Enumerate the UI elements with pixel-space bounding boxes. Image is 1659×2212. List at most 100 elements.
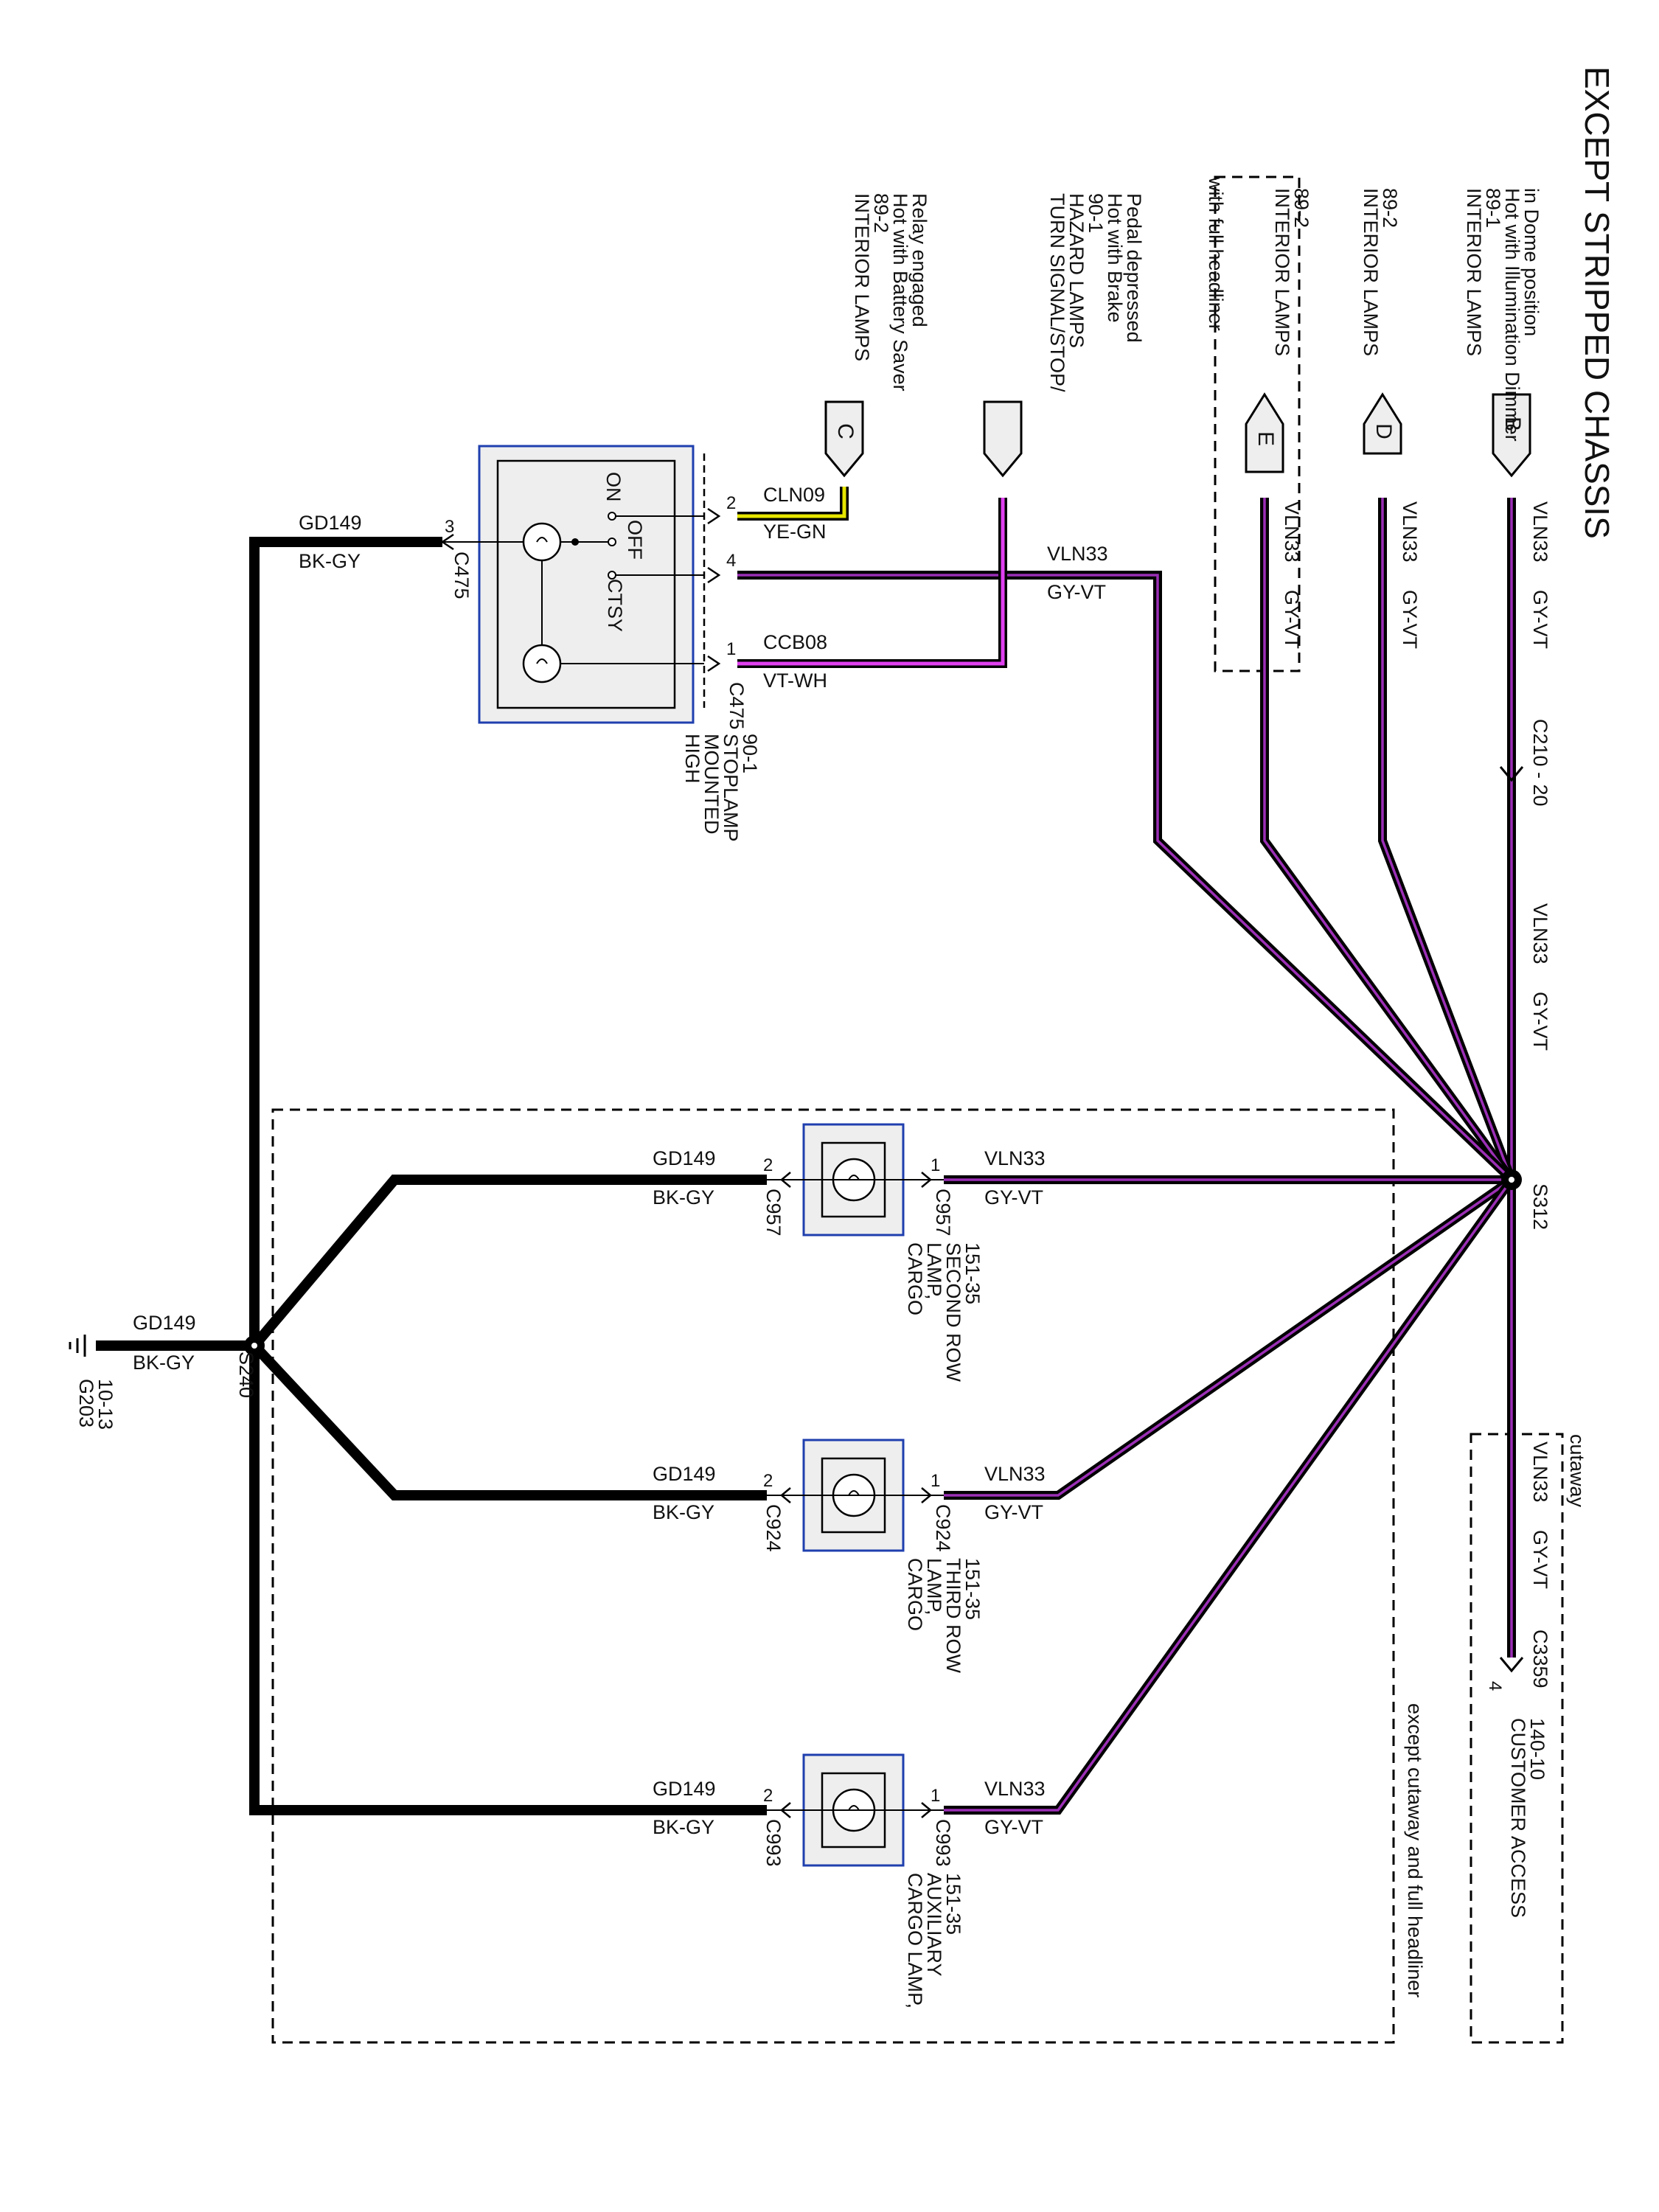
bk-gy-label-hmsl: BK-GY <box>299 550 361 572</box>
hmsl-pin-3: 3 <box>445 517 454 537</box>
cargo2-bk-gy: BK-GY <box>653 1186 714 1208</box>
switch-on-label: ON <box>602 472 625 502</box>
ground-gd149: GD149 <box>133 1312 196 1334</box>
source-connector-c: C <box>824 400 864 478</box>
cln09-label: CLN09 <box>763 484 825 506</box>
svg-text:in Dome position: in Dome position <box>1520 188 1543 336</box>
hmsl-vln33-label: VLN33 <box>1047 543 1108 565</box>
c475-label-right: C475 <box>726 682 748 730</box>
source-c-letter: C <box>833 423 858 439</box>
cargo3-conn-right: C924 <box>932 1504 954 1552</box>
cargo3-gy-vt: GY-VT <box>984 1501 1043 1523</box>
cargo-third-name: CARGO LAMP, THIRD ROW 151-35 <box>904 1558 984 1673</box>
cargo3-conn-left: C924 <box>762 1504 785 1552</box>
source-b-label: INTERIOR LAMPS 89-1 Hot with Illuminatio… <box>1463 188 1543 442</box>
svg-text:SECOND ROW: SECOND ROW <box>942 1242 964 1382</box>
svg-text:89-2: 89-2 <box>870 193 892 233</box>
cargo-aux-name: CARGO LAMP, AUXILIARY 151-35 <box>904 1873 964 2008</box>
vt-wh-label: VT-WH <box>763 669 827 692</box>
cargo3-pin-2: 2 <box>763 1471 773 1491</box>
svg-text:INTERIOR LAMPS: INTERIOR LAMPS <box>1271 188 1293 356</box>
cutaway-note: cutaway <box>1566 1434 1588 1508</box>
svg-text:AUXILIARY: AUXILIARY <box>923 1873 945 1977</box>
wire-label-b-lower: VLN33 <box>1529 903 1551 964</box>
ccb08-label: CCB08 <box>763 631 827 653</box>
svg-text:CARGO: CARGO <box>904 1242 926 1315</box>
c210-label: C210 - 20 <box>1529 719 1551 807</box>
wire-color-b-lower: GY-VT <box>1529 992 1551 1051</box>
hmsl-name-label: HIGH MOUNTED STOPLAMP 90-1 <box>681 734 761 842</box>
cargo-aux-bk-gy: BK-GY <box>653 1816 714 1838</box>
ye-gn-label: YE-GN <box>763 521 827 543</box>
wire-label-d: VLN33 <box>1399 501 1421 563</box>
cargo2-conn-right: C957 <box>932 1189 954 1237</box>
svg-text:Hot with Brake: Hot with Brake <box>1104 193 1126 323</box>
svg-text:151-35: 151-35 <box>961 1242 984 1304</box>
svg-text:THIRD ROW: THIRD ROW <box>942 1558 964 1673</box>
cargo-lamp-third-row <box>767 1439 944 1552</box>
wire-label-customer: VLN33 <box>1529 1441 1551 1503</box>
source-e-label: INTERIOR LAMPS 89-2 <box>1271 188 1312 356</box>
svg-text:151-35: 151-35 <box>961 1558 984 1620</box>
svg-text:Pedal depressed: Pedal depressed <box>1123 193 1145 343</box>
cargo3-gd149: GD149 <box>653 1463 716 1485</box>
cutaway-region <box>1470 1433 1564 2044</box>
page-title: EXCEPT STRIPPED CHASSIS <box>1578 66 1616 539</box>
wire-color-b: GY-VT <box>1529 590 1551 649</box>
source-connector-d: D <box>1363 392 1402 455</box>
source-b-letter: B <box>1500 417 1525 431</box>
svg-text:89-2: 89-2 <box>1379 188 1401 228</box>
c3359-pin: 4 <box>1485 1681 1505 1691</box>
hmsl-pin-1: 1 <box>726 639 736 659</box>
cargo-aux-pin-1: 1 <box>931 1786 940 1806</box>
s312-label: S312 <box>1529 1183 1551 1230</box>
svg-text:Hot with Illumination Dimmer: Hot with Illumination Dimmer <box>1501 188 1523 442</box>
svg-text:INTERIOR LAMPS: INTERIOR LAMPS <box>1360 188 1382 356</box>
wire-label-e: VLN33 <box>1281 501 1303 563</box>
ground-label: G203 10-13 <box>75 1379 116 1430</box>
svg-text:90-1: 90-1 <box>739 734 761 773</box>
hmsl-gy-vt-label: GY-VT <box>1047 581 1106 603</box>
svg-text:90-1: 90-1 <box>1085 193 1107 233</box>
high-mounted-stoplamp <box>440 445 721 724</box>
c210-connector-icon <box>1499 766 1524 782</box>
c475-label-left: C475 <box>451 552 473 599</box>
customer-access-label: CUSTOMER ACCESS 140-10 <box>1507 1718 1548 1918</box>
svg-text:Hot with Battery Saver: Hot with Battery Saver <box>889 193 911 392</box>
switch-off-label: OFF <box>624 520 646 560</box>
switch-ctsy-label: CTSY <box>604 579 626 632</box>
svg-text:89-2: 89-2 <box>1290 188 1312 228</box>
cargo-aux-gy-vt: GY-VT <box>984 1816 1043 1838</box>
s240-label: S240 <box>235 1352 257 1398</box>
ground-bk-gy: BK-GY <box>133 1352 195 1374</box>
svg-text:LAMP,: LAMP, <box>923 1558 945 1615</box>
cargo-aux-vln33: VLN33 <box>984 1778 1046 1800</box>
ground-wires <box>96 537 767 1815</box>
vln33-wires <box>737 498 1516 1815</box>
svg-text:CARGO LAMP,: CARGO LAMP, <box>904 1873 926 2008</box>
cargo3-vln33: VLN33 <box>984 1463 1046 1485</box>
source-d-label: INTERIOR LAMPS 89-2 <box>1360 188 1401 356</box>
cargo2-pin-1: 1 <box>931 1155 940 1175</box>
except-cutaway-region <box>271 1108 1395 2044</box>
cargo3-bk-gy: BK-GY <box>653 1501 714 1523</box>
cargo2-conn-left: C957 <box>762 1189 785 1237</box>
svg-text:G203: G203 <box>75 1379 97 1427</box>
wire-color-e: GY-VT <box>1281 590 1303 649</box>
ground-symbol-icon <box>69 1335 86 1357</box>
cargo-lamp-second-row <box>767 1123 944 1237</box>
wire-color-customer: GY-VT <box>1529 1530 1551 1589</box>
svg-text:STOPLAMP: STOPLAMP <box>720 734 742 842</box>
source-turn-label: TURN SIGNAL/STOP/ HAZARD LAMPS 90-1 Hot … <box>1046 193 1145 392</box>
c3359-connector-icon <box>1499 1657 1524 1673</box>
wire-label-b: VLN33 <box>1529 501 1551 563</box>
svg-text:89-1: 89-1 <box>1482 188 1504 228</box>
svg-text:INTERIOR LAMPS: INTERIOR LAMPS <box>851 193 873 361</box>
cargo2-gy-vt: GY-VT <box>984 1186 1043 1208</box>
cargo2-pin-2: 2 <box>763 1155 773 1175</box>
svg-text:TURN SIGNAL/STOP/: TURN SIGNAL/STOP/ <box>1046 193 1068 392</box>
source-connector-b: B <box>1492 393 1531 478</box>
hmsl-pin-4: 4 <box>726 551 736 571</box>
c3359-label: C3359 <box>1529 1630 1551 1688</box>
svg-text:INTERIOR LAMPS: INTERIOR LAMPS <box>1463 188 1485 356</box>
